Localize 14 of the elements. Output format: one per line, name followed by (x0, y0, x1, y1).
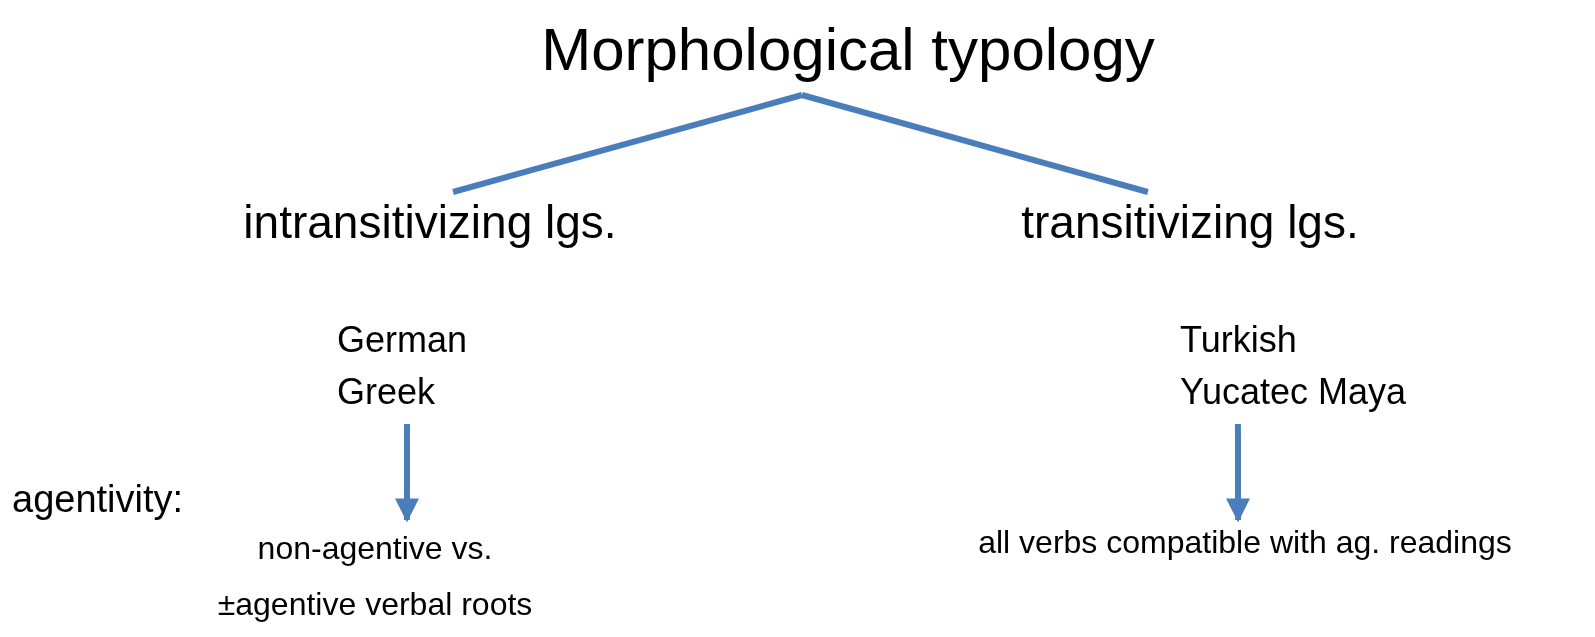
node-text: intransitivizing lgs. (243, 195, 617, 250)
node-text: non-agentive vs. ±agentive verbal roots (216, 529, 534, 624)
node-text: German (337, 318, 468, 362)
arrow (1226, 424, 1251, 523)
node-text: all verbs compatible with ag. readings (978, 523, 1512, 562)
node-text: Greek (337, 370, 436, 414)
node-text: Morphological typology (541, 15, 1155, 85)
node-text: Turkish (1180, 318, 1297, 362)
tree-branch-line (801, 92, 1149, 195)
node-text: transitivizing lgs. (1021, 195, 1359, 250)
node-text: Yucatec Maya (1180, 370, 1407, 414)
row-label: agentivity: (12, 477, 184, 522)
arrow (394, 424, 419, 523)
tree-branch-line (452, 92, 803, 195)
